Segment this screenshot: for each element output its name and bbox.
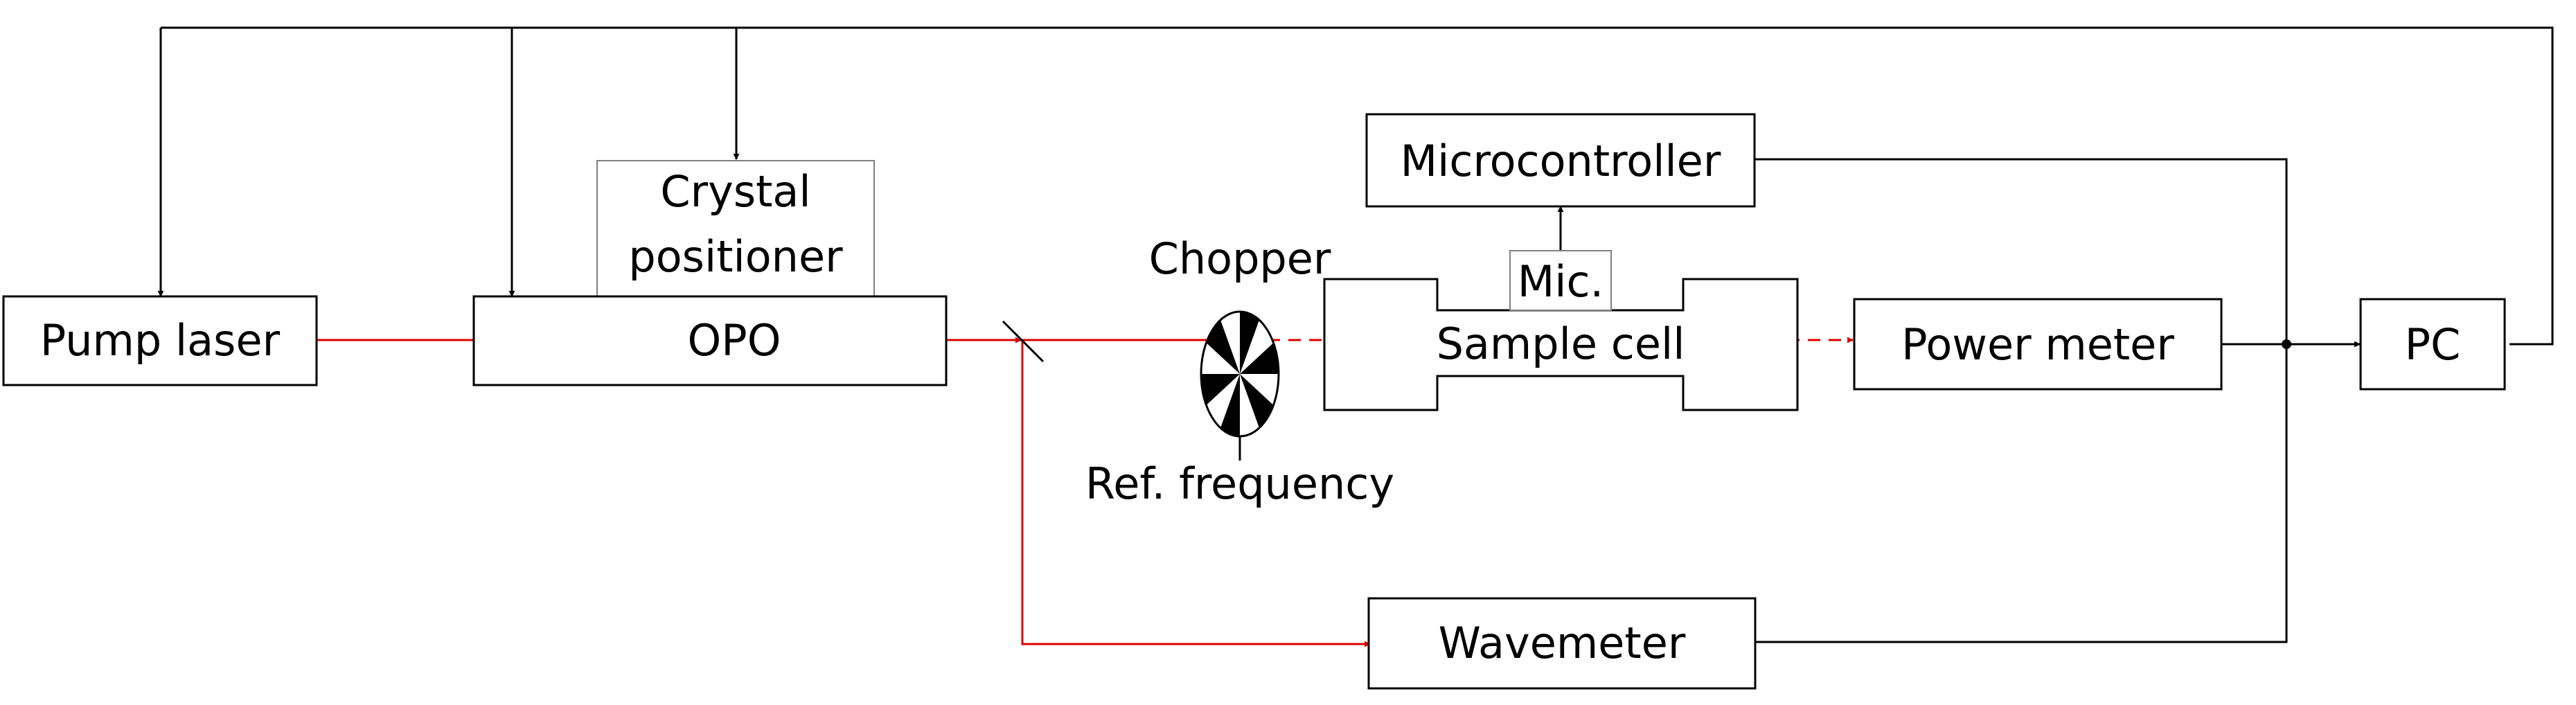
crystal-positioner-label-line1: Crystal	[660, 166, 810, 217]
junction-dot	[2282, 339, 2291, 349]
beam-splitter	[1002, 320, 1045, 363]
power-meter-label: Power meter	[1901, 319, 2174, 370]
wavemeter-label: Wavemeter	[1439, 618, 1686, 668]
microcontroller-label: Microcontroller	[1401, 136, 1721, 186]
wavemeter-box: Wavemeter	[1367, 597, 1757, 690]
pump-laser-box: Pump laser	[2, 295, 318, 386]
chopper-blade	[1240, 312, 1259, 374]
microcontroller-box: Microcontroller	[1365, 113, 1756, 208]
pc-label: PC	[2405, 319, 2461, 370]
pump-laser-label: Pump laser	[40, 315, 281, 366]
crystal-positioner-box: Crystal positioner	[596, 160, 875, 297]
chopper-blade	[1206, 320, 1240, 374]
chopper-label: Chopper	[1149, 233, 1331, 284]
opo-box: OPO	[472, 295, 948, 386]
mic-label: Mic.	[1518, 256, 1604, 307]
sample-cell-label: Sample cell	[1437, 319, 1685, 369]
chopper-blade	[1220, 374, 1240, 436]
pc-control-bus	[157, 26, 2554, 346]
chopper-icon	[1200, 310, 1280, 461]
opo-label: OPO	[688, 315, 781, 366]
chopper-blade	[1240, 343, 1279, 374]
pc-box: PC	[2359, 298, 2506, 391]
mic-box: Mic.	[1509, 250, 1612, 311]
sample-cell: Sample cell	[1323, 278, 1799, 411]
ref-frequency-label: Ref. frequency	[1085, 458, 1394, 509]
chopper-blade	[1201, 374, 1240, 405]
power-meter-box: Power meter	[1853, 298, 2223, 391]
signal-wires	[1557, 158, 2361, 643]
crystal-positioner-label-line2: positioner	[628, 231, 843, 282]
chopper-blade	[1240, 374, 1274, 428]
